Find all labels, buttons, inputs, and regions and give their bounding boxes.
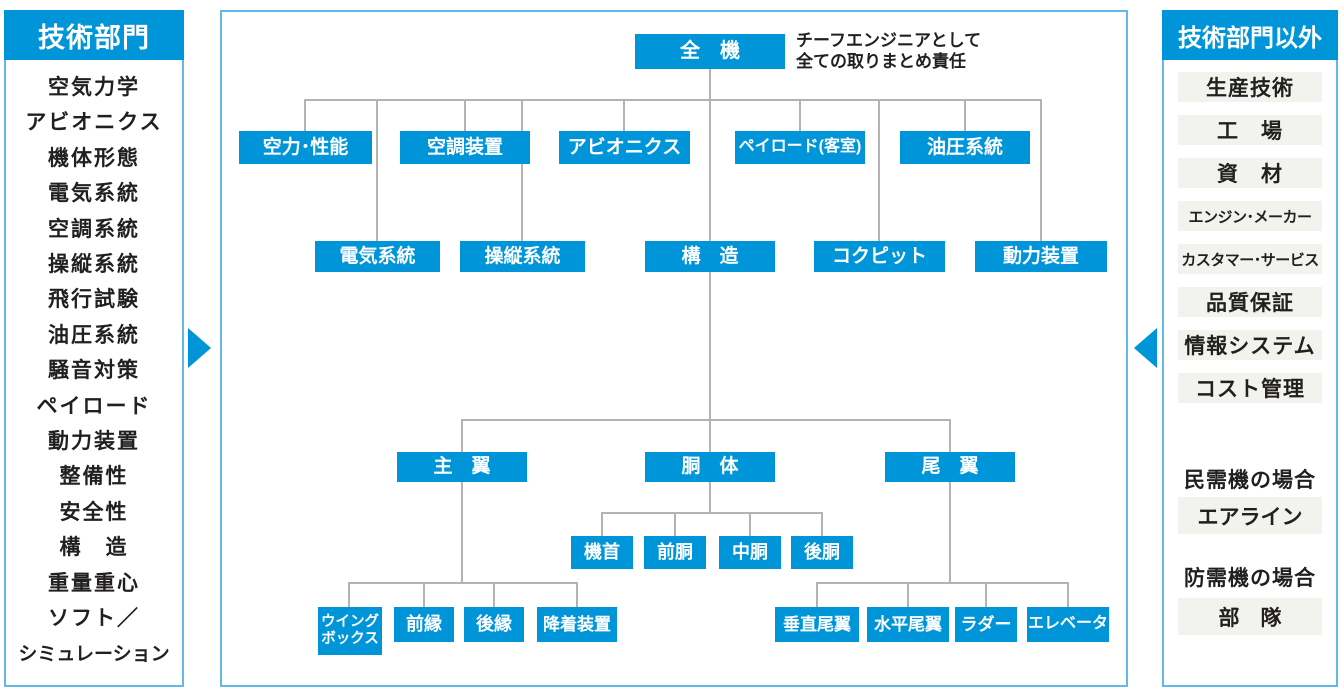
node-horizontal-tail: 水平尾翼 — [867, 607, 949, 642]
connector-line — [376, 99, 378, 241]
connector-line — [964, 99, 966, 131]
chief-engineer-note: チーフエンジニアとして 全ての取りまとめ責任 — [796, 31, 982, 71]
connector-line — [423, 582, 425, 607]
list-item-structure: 構 造 — [59, 536, 129, 560]
non-technical-departments-list: 生産技術 工 場 資 材 エンジン･メーカー カスタマー･サービス 品質保証 情… — [1164, 60, 1336, 403]
list-item-flight-control-system: 操縦系統 — [48, 253, 140, 277]
connector-line — [674, 512, 676, 536]
node-air-conditioning-equipment: 空調装置 — [400, 131, 530, 164]
node-whole-aircraft: 全 機 — [635, 34, 785, 69]
technical-departments-header: 技術部門 — [4, 10, 184, 60]
non-technical-departments-panel: 技術部門以外 生産技術 工 場 資 材 エンジン･メーカー カスタマー･サービス… — [1162, 10, 1338, 687]
connector-line — [799, 99, 801, 131]
node-wing-box: ウイング ボックス — [318, 607, 382, 655]
list-item-airline: エアライン — [1178, 497, 1322, 534]
node-avionics: アビオニクス — [559, 131, 690, 164]
node-trailing-edge: 後縁 — [464, 607, 524, 642]
connector-line — [907, 582, 909, 607]
arrow-right-icon — [188, 328, 211, 368]
connector-line — [348, 582, 350, 607]
node-powerplant: 動力装置 — [975, 241, 1107, 272]
connector-line — [949, 419, 951, 452]
list-item-factory: 工 場 — [1178, 115, 1322, 145]
list-item-maintainability: 整備性 — [59, 465, 129, 489]
node-front-fuselage: 前胴 — [644, 536, 706, 569]
list-item-electrical-system: 電気系統 — [48, 182, 140, 206]
list-item-airframe-configuration: 機体形態 — [48, 146, 140, 170]
connector-line — [749, 512, 751, 536]
arrow-left-icon — [1134, 328, 1157, 368]
node-rear-fuselage: 後胴 — [791, 536, 853, 569]
list-item-powerplant: 動力装置 — [48, 430, 140, 454]
node-tail-wing: 尾 翼 — [885, 452, 1015, 482]
list-item-materials: 資 材 — [1178, 158, 1322, 188]
org-chart: 全 機 チーフエンジニアとして 全ての取りまとめ責任 空力･性能 空調装置 アビ… — [220, 10, 1128, 687]
connector-line — [709, 482, 711, 512]
connector-line — [816, 582, 818, 607]
node-nose: 機首 — [571, 536, 633, 569]
list-item-simulation: シミュレーション — [18, 643, 170, 665]
connector-line — [623, 99, 625, 131]
connector-line — [1040, 99, 1042, 241]
list-item-avionics: アビオニクス — [25, 111, 163, 135]
node-structure: 構 造 — [645, 241, 775, 272]
connector-line — [709, 69, 711, 99]
node-fuselage: 胴 体 — [645, 452, 775, 482]
list-item-engine-maker: エンジン･メーカー — [1178, 201, 1322, 231]
civil-case-label: 民需機の場合 — [1184, 469, 1316, 492]
connector-line — [461, 419, 951, 421]
technical-departments-list: 空気力学 アビオニクス 機体形態 電気系統 空調系統 操縦系統 飛行試験 油圧系… — [6, 60, 182, 672]
list-item-production-engineering: 生産技術 — [1178, 72, 1322, 102]
node-main-wing: 主 翼 — [397, 452, 527, 482]
node-mid-fuselage: 中胴 — [719, 536, 781, 569]
defense-case-label: 防需機の場合 — [1184, 567, 1316, 590]
node-landing-gear: 降着装置 — [537, 607, 617, 642]
list-item-weight-balance: 重量重心 — [48, 571, 140, 595]
connector-line — [304, 99, 306, 131]
connector-line — [576, 582, 578, 607]
node-aero-performance: 空力･性能 — [239, 131, 372, 164]
connector-line — [709, 99, 711, 241]
node-elevator: エレベータ — [1027, 607, 1109, 642]
list-item-military-unit: 部 隊 — [1178, 598, 1322, 635]
connector-line — [1067, 582, 1069, 607]
list-item-software: ソフト／ — [48, 607, 140, 631]
list-item-quality-assurance: 品質保証 — [1178, 287, 1322, 317]
list-item-payload: ペイロード — [36, 394, 152, 418]
node-vertical-tail: 垂直尾翼 — [775, 607, 859, 642]
list-item-aerodynamics: 空気力学 — [48, 76, 140, 99]
list-item-safety: 安全性 — [59, 500, 129, 524]
connector-line — [461, 419, 463, 452]
connector-line — [601, 512, 603, 536]
node-electrical-system: 電気系統 — [315, 241, 440, 272]
connector-line — [305, 99, 1041, 101]
node-rudder: ラダー — [955, 607, 1017, 642]
list-item-cost-management: コスト管理 — [1178, 373, 1322, 403]
connector-line — [709, 272, 711, 452]
node-leading-edge: 前縁 — [394, 607, 454, 642]
connector-line — [493, 582, 495, 607]
connector-line — [521, 99, 523, 241]
list-item-hydraulic-system: 油圧系統 — [48, 323, 140, 347]
non-technical-departments-header: 技術部門以外 — [1162, 10, 1338, 60]
connector-line — [464, 99, 466, 131]
list-item-information-systems: 情報システム — [1178, 330, 1322, 360]
connector-line — [878, 99, 880, 241]
technical-departments-panel: 技術部門 空気力学 アビオニクス 機体形態 電気系統 空調系統 操縦系統 飛行試… — [4, 10, 184, 687]
list-item-customer-service: カスタマー･サービス — [1178, 244, 1322, 274]
connector-line — [949, 482, 951, 582]
node-cockpit: コクピット — [814, 241, 945, 272]
node-flight-control-system: 操縦系統 — [460, 241, 585, 272]
connector-line — [816, 582, 1068, 584]
list-item-noise-control: 騒音対策 — [48, 359, 140, 383]
node-payload-cabin: ペイロード(客室) — [735, 131, 865, 164]
connector-line — [821, 512, 823, 536]
list-item-air-conditioning-system: 空調系統 — [48, 217, 140, 241]
connector-line — [348, 582, 577, 584]
node-hydraulic-system: 油圧系統 — [900, 131, 1030, 164]
connector-line — [461, 482, 463, 582]
connector-line — [985, 582, 987, 607]
list-item-flight-test: 飛行試験 — [48, 288, 140, 312]
connector-line — [601, 512, 822, 514]
